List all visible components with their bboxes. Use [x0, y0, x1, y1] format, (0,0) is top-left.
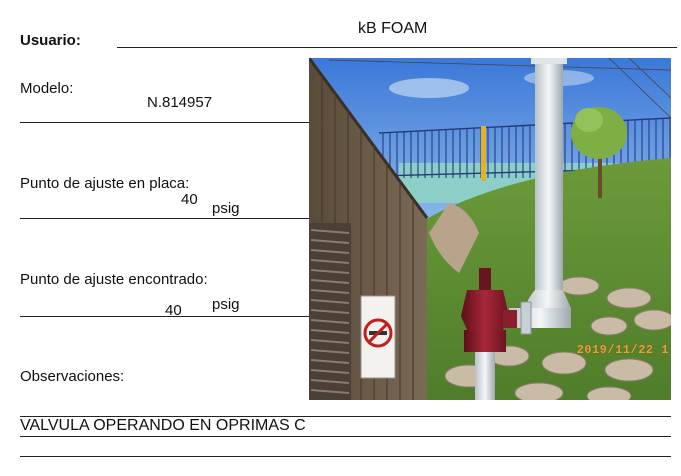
observaciones-line-2 [20, 436, 671, 437]
placa-value: 40 [181, 191, 198, 208]
usuario-underline [117, 47, 677, 48]
photo-timestamp: 2019/11/22 1 [576, 343, 669, 357]
site-photo: 2019/11/22 1 [309, 58, 671, 400]
observaciones-value: VALVULA OPERANDO EN OPRIMAS C [20, 417, 306, 434]
power-line [328, 59, 671, 71]
power-line [608, 58, 671, 119]
usuario-label: Usuario: [20, 32, 81, 49]
louver-blade [310, 319, 350, 324]
louver-blade [310, 229, 350, 234]
no-smoking-slash [367, 322, 389, 344]
louver-blade [310, 329, 350, 334]
modelo-value: N.814957 [147, 94, 213, 111]
pipe-flange [520, 301, 532, 335]
louver-blade [310, 359, 350, 364]
encontrado-underline [20, 316, 309, 317]
louver-blade [310, 379, 350, 384]
valve-cap [479, 268, 491, 290]
power-line [628, 58, 671, 99]
encontrado-unit: psig [212, 296, 240, 313]
enclosure-edge [309, 58, 429, 219]
yellow-post [481, 126, 486, 181]
horizontal-pipe [509, 308, 571, 328]
louver-blade [310, 369, 350, 374]
photo-scene [309, 58, 671, 400]
louver-blade [310, 349, 350, 354]
louver-blade [310, 389, 350, 394]
observaciones-value-clip: VALVULA OPERANDO EN OPRIMAS C [20, 416, 360, 436]
louver-blade [310, 269, 350, 274]
tree-trunk [598, 143, 602, 198]
no-smoking-circle [363, 318, 393, 348]
modelo-underline [20, 122, 309, 123]
louver-blade [310, 299, 350, 304]
vertical-pipe [535, 58, 563, 298]
tree-canopy [575, 108, 603, 132]
valve-body [464, 330, 506, 352]
placa-unit: psig [212, 200, 240, 217]
louver-blade [310, 239, 350, 244]
louver-blade [310, 339, 350, 344]
pipe-cap [531, 58, 567, 64]
louver-blade [310, 259, 350, 264]
hill-path [429, 203, 479, 273]
encontrado-value: 40 [165, 302, 182, 319]
lower-pipe [475, 352, 495, 400]
modelo-label: Modelo: [20, 80, 74, 97]
usuario-value: kB FOAM [358, 20, 428, 37]
observaciones-line-1 [20, 416, 671, 417]
valve-outlet [503, 310, 517, 328]
louver-blade [310, 289, 350, 294]
encontrado-label: Punto de ajuste encontrado: [20, 271, 208, 288]
louver-blade [310, 249, 350, 254]
observaciones-line-3 [20, 456, 671, 457]
placa-underline [20, 218, 309, 219]
louver-blade [310, 279, 350, 284]
louver-blades [310, 229, 350, 394]
observaciones-label: Observaciones: [20, 368, 125, 385]
placa-label: Punto de ajuste en placa: [20, 175, 190, 192]
cloud [389, 78, 469, 98]
louver-blade [310, 309, 350, 314]
red-relief-valve [461, 290, 509, 330]
